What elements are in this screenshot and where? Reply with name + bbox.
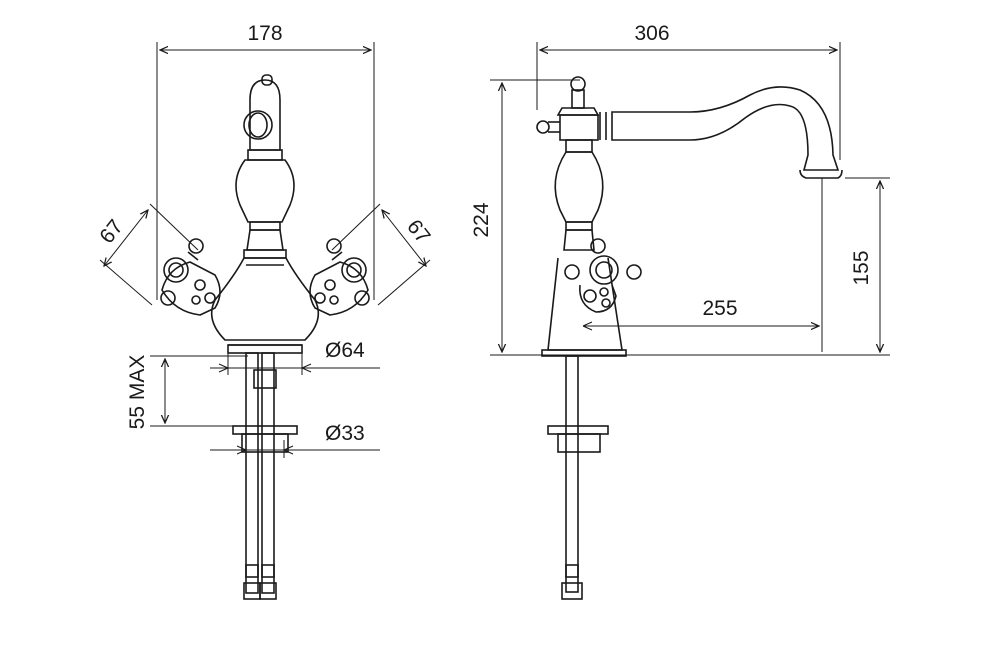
dimension-front-width: 178: [156, 22, 375, 300]
label-diam-64: Ø64: [325, 339, 365, 362]
dimension-base-diameter: Ø64: [210, 339, 380, 375]
front-shanks: [232, 352, 298, 600]
front-left-handle: [160, 238, 221, 316]
front-spout: [243, 74, 281, 151]
dimension-handle-left: 67: [95, 203, 199, 306]
label-178: 178: [247, 22, 282, 45]
side-handle: [564, 238, 642, 313]
label-67-left: 67: [95, 215, 128, 248]
front-view: 178 67 67: [95, 22, 435, 600]
dimension-handle-right: 67: [331, 203, 435, 306]
label-255: 255: [702, 297, 737, 320]
dimension-spout-reach: 255: [582, 178, 823, 352]
side-view: 306 224 155 255: [470, 22, 890, 600]
label-55-max: 55 MAX: [126, 355, 149, 430]
front-right-handle: [309, 238, 370, 316]
side-spout: [599, 86, 843, 179]
label-306: 306: [634, 22, 669, 45]
dimension-shank-diameter: Ø33: [210, 422, 380, 458]
label-67-right: 67: [402, 215, 435, 248]
side-shanks: [547, 355, 609, 600]
dimension-side-width: 306: [536, 22, 841, 160]
dimension-total-height: 224: [470, 79, 890, 356]
dimension-deck-thickness: 55 MAX: [126, 355, 248, 430]
side-body: [536, 76, 627, 357]
label-155: 155: [850, 250, 873, 285]
dimension-spout-height: 155: [845, 177, 890, 352]
front-body: [210, 149, 320, 354]
label-diam-33: Ø33: [325, 422, 365, 445]
label-224: 224: [470, 202, 493, 237]
